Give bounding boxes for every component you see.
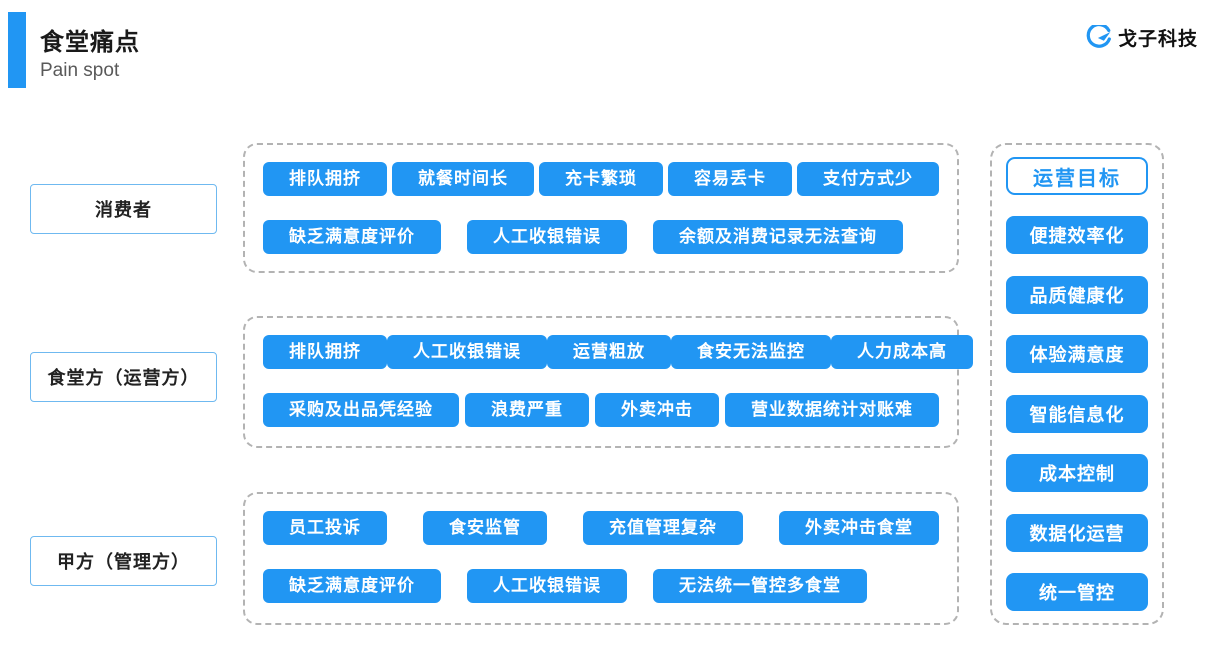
goals-panel: 运营目标 便捷效率化 品质健康化 体验满意度 智能信息化 成本控制 数据化运营 … xyxy=(990,143,1164,625)
pain-pill: 就餐时间长 xyxy=(392,162,534,196)
goal-pill: 便捷效率化 xyxy=(1006,216,1148,255)
pain-pill: 采购及出品凭经验 xyxy=(263,393,459,427)
brand-logo: 戈子科技 xyxy=(1086,24,1198,51)
pain-pill: 外卖冲击食堂 xyxy=(779,511,939,545)
pain-line: 排队拥挤 人工收银错误 运营粗放 食安无法监控 人力成本高 xyxy=(263,335,973,369)
pain-pill: 人力成本高 xyxy=(831,335,973,369)
goal-pill: 统一管控 xyxy=(1006,572,1148,611)
pain-group-operator: 排队拥挤 人工收银错误 运营粗放 食安无法监控 人力成本高 采购及出品凭经验 浪… xyxy=(243,316,973,448)
pain-pill: 浪费严重 xyxy=(465,393,589,427)
pain-pill: 无法统一管控多食堂 xyxy=(653,569,867,603)
group-label-operator: 食堂方（运营方） xyxy=(30,352,217,402)
pain-pill: 排队拥挤 xyxy=(263,162,387,196)
pain-pill: 支付方式少 xyxy=(797,162,939,196)
pain-pill: 缺乏满意度评价 xyxy=(263,220,441,254)
pain-pill: 充值管理复杂 xyxy=(583,511,743,545)
goal-pill: 成本控制 xyxy=(1006,454,1148,493)
page-subtitle: Pain spot xyxy=(40,60,120,81)
group-label-manager: 甲方（管理方） xyxy=(30,536,217,586)
pain-pill: 余额及消费记录无法查询 xyxy=(653,220,903,254)
pain-group-manager: 员工投诉 食安监管 充值管理复杂 外卖冲击食堂 缺乏满意度评价 人工收银错误 无… xyxy=(243,492,959,625)
goal-pill: 智能信息化 xyxy=(1006,394,1148,433)
brand-icon xyxy=(1086,24,1112,51)
pain-pill: 人工收银错误 xyxy=(387,335,547,369)
pain-pill: 食安监管 xyxy=(423,511,547,545)
brand-name: 戈子科技 xyxy=(1117,29,1198,50)
pain-group-consumer: 排队拥挤 就餐时间长 充卡繁琐 容易丢卡 支付方式少 缺乏满意度评价 人工收银错… xyxy=(243,143,959,273)
pain-line: 采购及出品凭经验 浪费严重 外卖冲击 营业数据统计对账难 xyxy=(263,393,939,427)
pain-line: 排队拥挤 就餐时间长 充卡繁琐 容易丢卡 支付方式少 xyxy=(263,162,939,196)
pain-pill: 运营粗放 xyxy=(547,335,671,369)
page-title: 食堂痛点 xyxy=(40,29,140,56)
pain-pill: 容易丢卡 xyxy=(668,162,792,196)
pain-pill: 营业数据统计对账难 xyxy=(725,393,939,427)
goal-pill: 数据化运营 xyxy=(1006,513,1148,552)
pain-pill: 排队拥挤 xyxy=(263,335,387,369)
pain-pill: 充卡繁琐 xyxy=(539,162,663,196)
goals-title: 运营目标 xyxy=(1006,157,1148,195)
accent-bar xyxy=(8,12,26,88)
goal-pill: 品质健康化 xyxy=(1006,275,1148,314)
pain-pill: 员工投诉 xyxy=(263,511,387,545)
pain-pill: 人工收银错误 xyxy=(467,220,627,254)
group-label-consumer: 消费者 xyxy=(30,184,217,234)
pain-line: 缺乏满意度评价 人工收银错误 无法统一管控多食堂 xyxy=(263,569,939,603)
goal-pill: 体验满意度 xyxy=(1006,335,1148,374)
pain-pill: 缺乏满意度评价 xyxy=(263,569,441,603)
pain-pill: 人工收银错误 xyxy=(467,569,627,603)
pain-pill: 外卖冲击 xyxy=(595,393,719,427)
pain-line: 员工投诉 食安监管 充值管理复杂 外卖冲击食堂 xyxy=(263,511,939,545)
pain-line: 缺乏满意度评价 人工收银错误 余额及消费记录无法查询 xyxy=(263,220,939,254)
pain-pill: 食安无法监控 xyxy=(671,335,831,369)
